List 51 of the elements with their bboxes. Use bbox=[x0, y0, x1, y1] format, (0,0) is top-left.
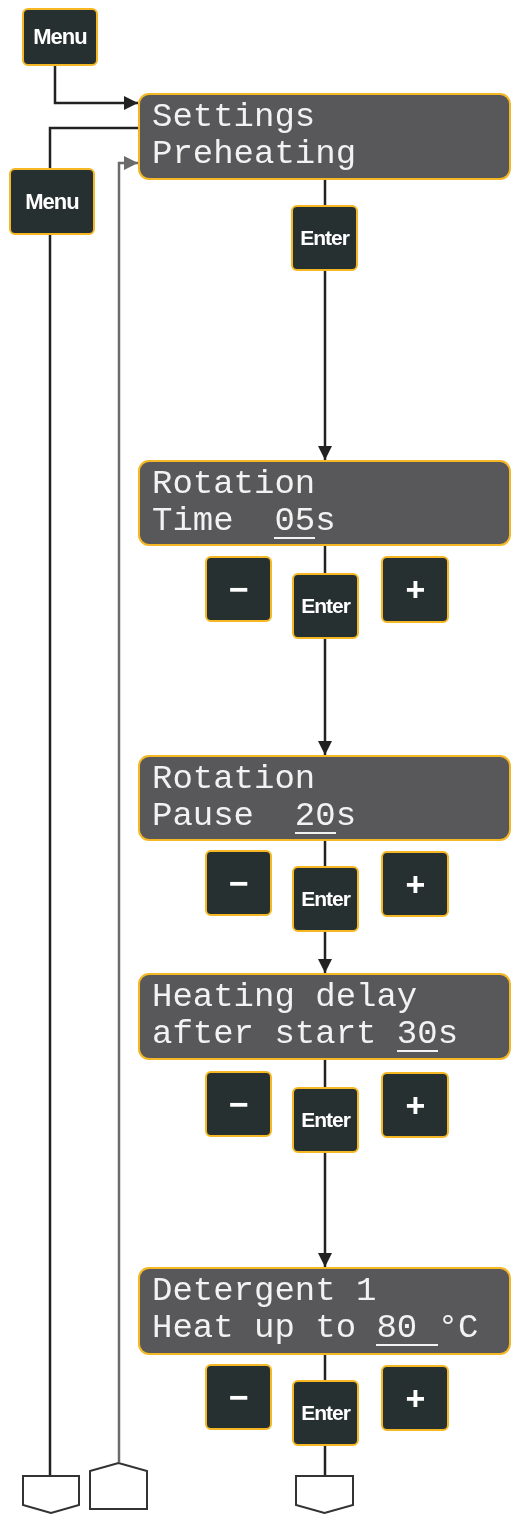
enter-key: Enter bbox=[291, 205, 358, 271]
enter-key: Enter bbox=[292, 866, 359, 932]
connector-line bbox=[323, 1060, 327, 1087]
arrow bbox=[318, 932, 332, 973]
display-text: Pause bbox=[152, 798, 255, 835]
display-text: Heating delay bbox=[152, 979, 418, 1016]
arrow bbox=[117, 156, 138, 1462]
display-text: Heat up to bbox=[152, 1310, 357, 1347]
display-text: Rotation bbox=[152, 466, 316, 503]
display-value: 05s bbox=[274, 503, 336, 540]
plus-key: + bbox=[381, 1365, 449, 1431]
connector-line bbox=[323, 1446, 327, 1475]
enter-key: Enter bbox=[292, 1087, 359, 1153]
menu-key: Menu bbox=[9, 168, 95, 235]
lcd-display bbox=[138, 973, 511, 1060]
display-text: Detergent 1 bbox=[152, 1273, 377, 1310]
connector-line bbox=[48, 126, 138, 168]
connector-line bbox=[323, 180, 327, 205]
enter-key: Enter bbox=[292, 1380, 359, 1446]
arrow bbox=[53, 66, 138, 110]
menu-key: Menu bbox=[22, 8, 98, 66]
off-page-connector bbox=[89, 1462, 148, 1510]
minus-key: − bbox=[205, 850, 272, 916]
connector-line bbox=[48, 235, 52, 1475]
minus-key: − bbox=[205, 556, 272, 622]
lcd-display bbox=[138, 460, 511, 546]
display-text: after start bbox=[152, 1016, 377, 1053]
display-text: Rotation bbox=[152, 761, 316, 798]
connector-line bbox=[323, 841, 327, 866]
display-text: Preheating bbox=[152, 136, 357, 173]
enter-key: Enter bbox=[292, 573, 359, 639]
minus-key: − bbox=[205, 1364, 272, 1430]
plus-key: + bbox=[381, 851, 449, 917]
connector-line bbox=[323, 1355, 327, 1380]
lcd-display bbox=[138, 1267, 511, 1355]
plus-key: + bbox=[381, 1072, 449, 1138]
display-text: Time bbox=[152, 503, 234, 540]
lcd-display bbox=[138, 755, 511, 841]
lcd-display bbox=[138, 93, 511, 180]
connector-line bbox=[323, 546, 327, 573]
display-value: 20s bbox=[294, 798, 357, 835]
off-page-connector bbox=[295, 1475, 354, 1514]
arrow bbox=[318, 1153, 332, 1267]
arrow bbox=[318, 639, 332, 755]
display-text: Settings bbox=[152, 99, 316, 136]
display-value: 80 °C bbox=[376, 1310, 479, 1347]
plus-key: + bbox=[381, 556, 449, 623]
off-page-connector bbox=[22, 1475, 80, 1514]
display-value: 30s bbox=[396, 1016, 459, 1053]
arrow bbox=[318, 271, 332, 460]
minus-key: − bbox=[205, 1071, 272, 1137]
